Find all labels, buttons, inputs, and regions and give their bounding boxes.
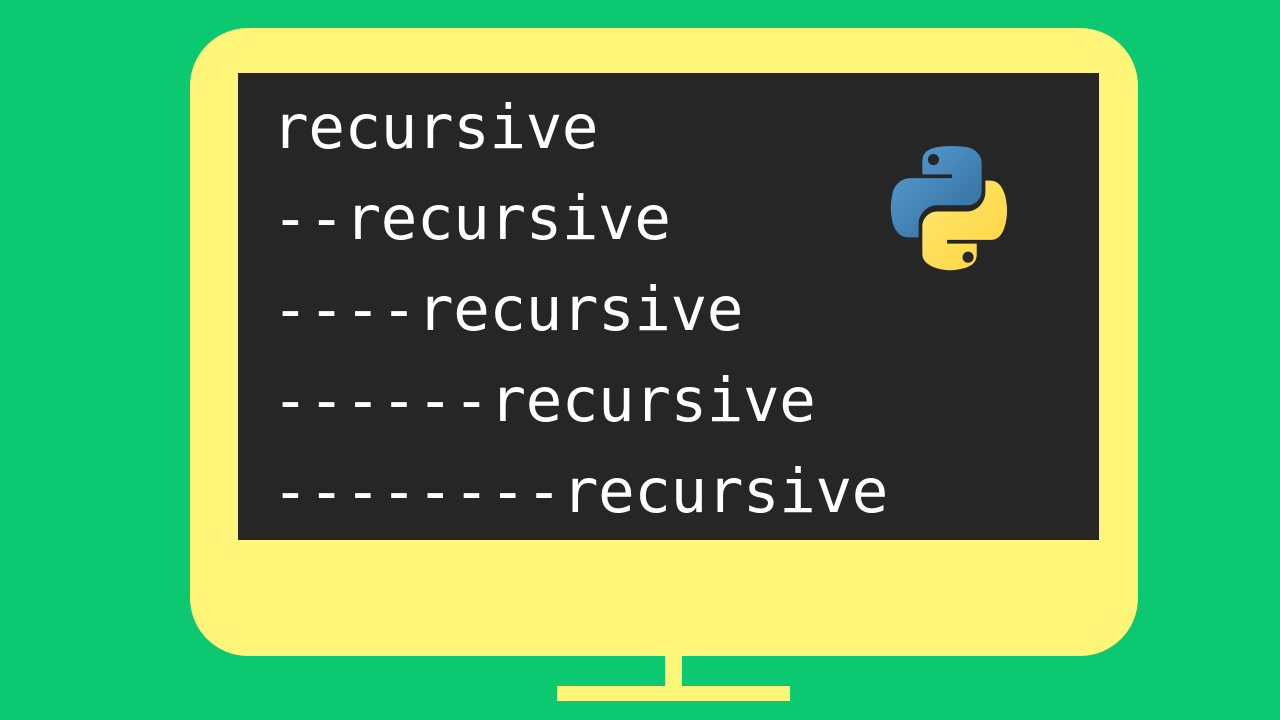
monitor-frame: recursive --recursive ----recursive ----… [190, 28, 1138, 656]
python-logo-icon [890, 145, 1008, 271]
text-line-5: --------recursive [272, 456, 888, 527]
text-line-1: recursive [272, 92, 599, 163]
monitor-stand-base [557, 686, 790, 701]
text-line-2: --recursive [272, 183, 671, 254]
monitor-stand-stem [665, 650, 682, 690]
monitor-screen: recursive --recursive ----recursive ----… [238, 73, 1099, 540]
text-line-4: ------recursive [272, 365, 816, 436]
text-line-3: ----recursive [272, 274, 743, 345]
